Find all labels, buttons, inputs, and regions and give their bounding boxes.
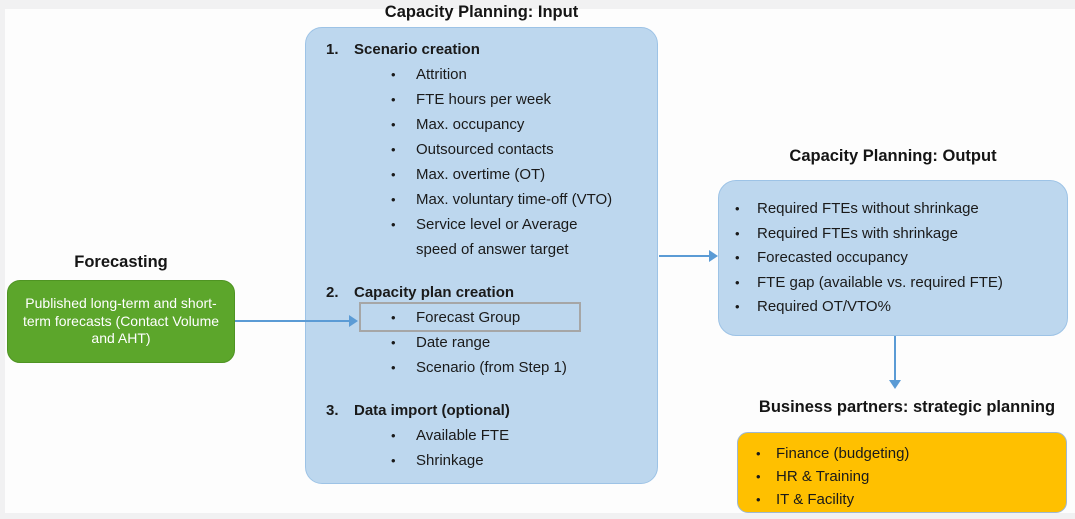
bullet-text: Scenario (from Step 1) — [416, 359, 567, 376]
bullet-text: Max. occupancy — [416, 116, 525, 133]
bullet-text: Forecast Group — [416, 309, 521, 326]
bullet-item: Max. overtime (OT) — [391, 162, 643, 187]
bullet-item: Required FTEs without shrinkage — [735, 197, 1057, 222]
business-partners-title: Business partners: strategic planning — [758, 398, 1056, 416]
bullet-icon — [735, 295, 757, 320]
bullet-icon — [391, 355, 416, 380]
section-items: Available FTE Shrinkage — [326, 423, 643, 473]
forecasting-text: Published long-term and short-term forec… — [22, 295, 220, 347]
background-strip-bottom — [0, 513, 1075, 519]
capacity-input-box: 1. Scenario creation Attrition — [305, 27, 658, 484]
bullet-icon — [391, 305, 416, 330]
section-number: 1. — [326, 41, 339, 58]
arrow-right-icon — [349, 315, 358, 327]
input-section: 1. Scenario creation Attrition — [326, 37, 643, 262]
business-items: Finance (budgeting) HR & Training IT & F… — [756, 442, 1056, 511]
bullet-item: Service level or Average speed of answer… — [391, 212, 643, 262]
bullet-icon — [735, 222, 757, 247]
arrow-output-to-business-line — [894, 336, 896, 382]
bullet-text: Shrinkage — [416, 452, 484, 469]
background-strip-left — [0, 0, 5, 519]
bullet-text: HR & Training — [776, 468, 870, 485]
output-box-title: Capacity Planning: Output — [789, 147, 997, 165]
arrow-forecasting-to-input-line — [235, 320, 351, 322]
forecasting-title: Forecasting — [74, 253, 168, 271]
bullet-text: Service level or Average speed of answer… — [416, 216, 578, 258]
bullet-item: HR & Training — [756, 465, 1056, 488]
bullet-item: FTE hours per week — [391, 87, 643, 112]
bullet-item: Max. occupancy — [391, 112, 643, 137]
bullet-item: Outsourced contacts — [391, 137, 643, 162]
bullet-icon — [735, 197, 757, 222]
bullet-item: Required FTEs with shrinkage — [735, 222, 1057, 247]
bullet-icon — [756, 442, 776, 465]
bullet-item: Shrinkage — [391, 448, 643, 473]
bullet-item: FTE gap (available vs. required FTE) — [735, 271, 1057, 296]
bullet-text: Required OT/VTO% — [757, 298, 891, 316]
bullet-item: Forecast Group — [359, 302, 643, 332]
bullet-icon — [756, 465, 776, 488]
bullet-text: Outsourced contacts — [416, 141, 554, 158]
bullet-icon — [391, 187, 416, 212]
input-sections: 1. Scenario creation Attrition — [326, 37, 643, 473]
bullet-text: Attrition — [416, 66, 467, 83]
bullet-text: IT & Facility — [776, 491, 855, 508]
business-partners-box: Finance (budgeting) HR & Training IT & F… — [737, 432, 1067, 513]
bullet-item: Required OT/VTO% — [735, 295, 1057, 320]
bullet-text: Required FTEs with shrinkage — [757, 224, 958, 242]
bullet-icon — [391, 112, 416, 137]
bullet-item: Attrition — [391, 62, 643, 87]
bullet-icon — [391, 137, 416, 162]
bullet-icon — [735, 271, 757, 296]
bullet-icon — [391, 423, 416, 448]
section-heading-text: Data import (optional) — [354, 402, 510, 419]
section-heading: 3. Data import (optional) — [326, 398, 643, 423]
bullet-item: Max. voluntary time-off (VTO) — [391, 187, 643, 212]
output-items: Required FTEs without shrinkage Required… — [735, 197, 1057, 320]
section-items: Forecast Group Date range Scenario (from… — [326, 302, 643, 380]
section-heading-text: Capacity plan creation — [354, 284, 515, 301]
section-heading-text: Scenario creation — [354, 41, 480, 58]
bullet-icon — [735, 246, 757, 271]
bullet-item: Available FTE — [391, 423, 643, 448]
forecasting-box: Published long-term and short-term forec… — [7, 280, 235, 363]
bullet-icon — [391, 448, 416, 473]
capacity-output-box: Required FTEs without shrinkage Required… — [718, 180, 1068, 336]
input-section: 2. Capacity plan creation Forecast Group — [326, 280, 643, 380]
bullet-text: Max. overtime (OT) — [416, 166, 546, 183]
bullet-text: Available FTE — [416, 427, 510, 444]
bullet-item: Scenario (from Step 1) — [391, 355, 643, 380]
bullet-item: Date range — [391, 330, 643, 355]
section-heading: 2. Capacity plan creation — [326, 280, 643, 305]
arrow-right-icon — [709, 250, 718, 262]
section-items: Attrition FTE hours per week Max. occupa… — [326, 62, 643, 262]
bullet-text: Date range — [416, 334, 491, 351]
bullet-text: Max. voluntary time-off (VTO) — [416, 191, 613, 208]
arrow-input-to-output-line — [659, 255, 711, 257]
bullet-text: FTE hours per week — [416, 91, 552, 108]
section-number: 3. — [326, 402, 339, 419]
bullet-icon — [756, 488, 776, 511]
bullet-text: FTE gap (available vs. required FTE) — [757, 273, 1003, 291]
bullet-item: Forecasted occupancy — [735, 246, 1057, 271]
bullet-icon — [391, 87, 416, 112]
bullet-icon — [391, 212, 416, 262]
bullet-icon — [391, 330, 416, 355]
bullet-icon — [391, 62, 416, 87]
bullet-item: Finance (budgeting) — [756, 442, 1056, 465]
section-heading: 1. Scenario creation — [326, 37, 643, 62]
bullet-text: Required FTEs without shrinkage — [757, 200, 979, 217]
bullet-icon — [391, 162, 416, 187]
bullet-text: Forecasted occupancy — [757, 249, 908, 267]
bullet-text: Finance (budgeting) — [776, 445, 910, 462]
bullet-item: IT & Facility — [756, 488, 1056, 511]
section-number: 2. — [326, 284, 339, 301]
arrow-down-icon — [889, 380, 901, 389]
input-section: 3. Data import (optional) Available FTE — [326, 398, 643, 473]
input-box-title: Capacity Planning: Input — [384, 3, 579, 21]
background-strip-top — [0, 0, 1075, 9]
